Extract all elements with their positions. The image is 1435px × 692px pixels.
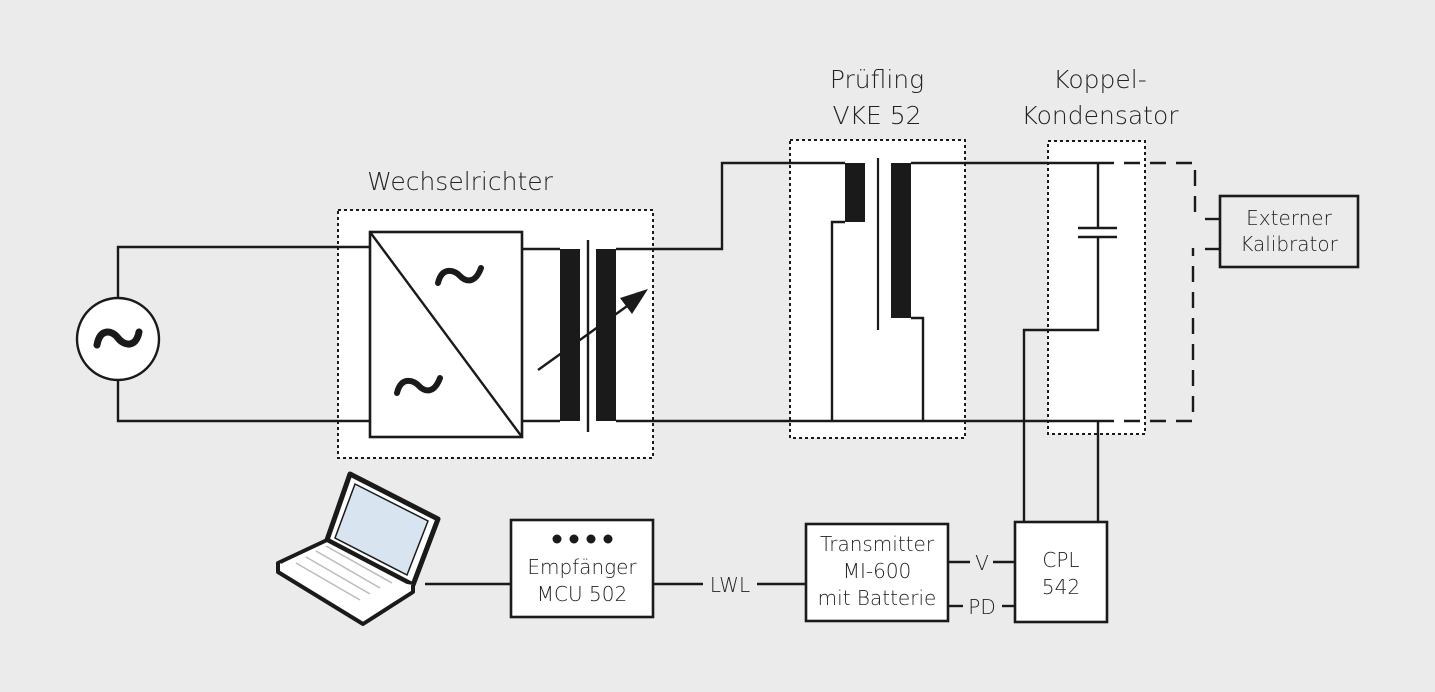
dut-label-line2: VKE 52 <box>832 101 921 130</box>
calibrator-wire-top <box>1098 161 1197 222</box>
ac-source-icon <box>75 296 161 382</box>
transmitter-label-line2: MI-600 <box>843 559 912 583</box>
transmitter-label-line3: mit Batterie <box>818 586 937 610</box>
cpl-label-line1: CPL <box>1042 548 1079 572</box>
ac-source-wiring <box>116 245 370 423</box>
dut-label-line1: Prüfling <box>830 65 924 94</box>
receiver-box[interactable]: Empfänger MCU 502 <box>509 518 655 619</box>
coupling-label-line2: Kondensator <box>1021 101 1179 130</box>
fiber-label: LWL <box>710 573 750 597</box>
pd-signal-label: PD <box>968 595 995 619</box>
calibrator-wire-bottom <box>1098 248 1195 423</box>
hv-line-top <box>616 161 845 251</box>
dut-enclosure <box>789 139 966 439</box>
coupling-enclosure-bg <box>1048 141 1145 434</box>
receiver-label-line2: MCU 502 <box>537 582 627 606</box>
cpl-box[interactable]: CPL 542 <box>1013 520 1109 624</box>
receiver-label-line1: Empfänger <box>527 555 637 579</box>
coupling-enclosure <box>1047 140 1146 435</box>
inverter-label: Wechselrichter <box>367 167 554 196</box>
ac-ac-converter-icon <box>368 230 524 439</box>
calibrator-label-line2: Kalibrator <box>1240 232 1338 256</box>
capacitor-icon <box>1022 163 1117 522</box>
dut-transformer-icon <box>830 158 1098 421</box>
inverter-enclosure <box>337 209 654 459</box>
laptop-icon[interactable] <box>276 471 441 626</box>
coupling-label-line1: Koppel- <box>1053 65 1147 94</box>
variable-transformer-icon <box>537 240 648 432</box>
transmitter-box[interactable]: Transmitter MI-600 mit Batterie <box>804 522 950 623</box>
transmitter-label-line1: Transmitter <box>820 532 935 556</box>
status-led-icon <box>552 534 613 544</box>
external-calibrator-box[interactable]: Externer Kalibrator <box>1218 194 1360 269</box>
calibrator-label-line1: Externer <box>1246 206 1332 230</box>
cpl-label-line2: 542 <box>1042 575 1080 599</box>
voltage-signal-label: V <box>975 551 989 575</box>
